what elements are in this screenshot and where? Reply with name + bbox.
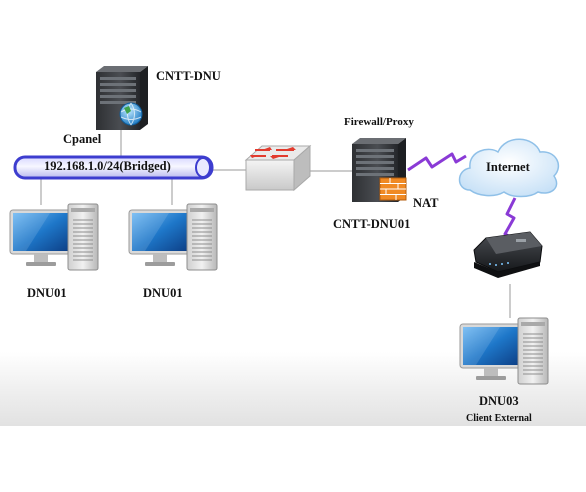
pc-left-label: DNU01 [27, 286, 67, 300]
switch-icon [244, 144, 312, 192]
nat-label: NAT [413, 196, 439, 210]
desktop-computer-icon [459, 317, 549, 385]
client-pc-label: DNU03 [479, 394, 519, 408]
wan-link-firewall-internet [407, 152, 467, 172]
desktop-computer-icon [128, 203, 218, 271]
firewall-proxy-label: Firewall/Proxy [344, 116, 414, 128]
internet-label: Internet [486, 160, 530, 174]
pc-middle-label: DNU01 [143, 286, 183, 300]
modem-icon [473, 231, 543, 278]
cpanel-label: Cpanel [63, 132, 102, 146]
desktop-computer-icon [9, 203, 99, 271]
server-globe-icon [96, 66, 148, 130]
cloud-icon [458, 138, 560, 198]
firewall-server-name-label: CNTT-DNU01 [333, 217, 411, 231]
server-name-label: CNTT-DNU [156, 69, 221, 83]
server-firewall-icon [352, 138, 407, 202]
bridged-bus [13, 155, 214, 180]
bus-subnet-label: 192.168.1.0/24(Bridged) [44, 159, 171, 173]
client-external-label: Client External [466, 413, 532, 424]
